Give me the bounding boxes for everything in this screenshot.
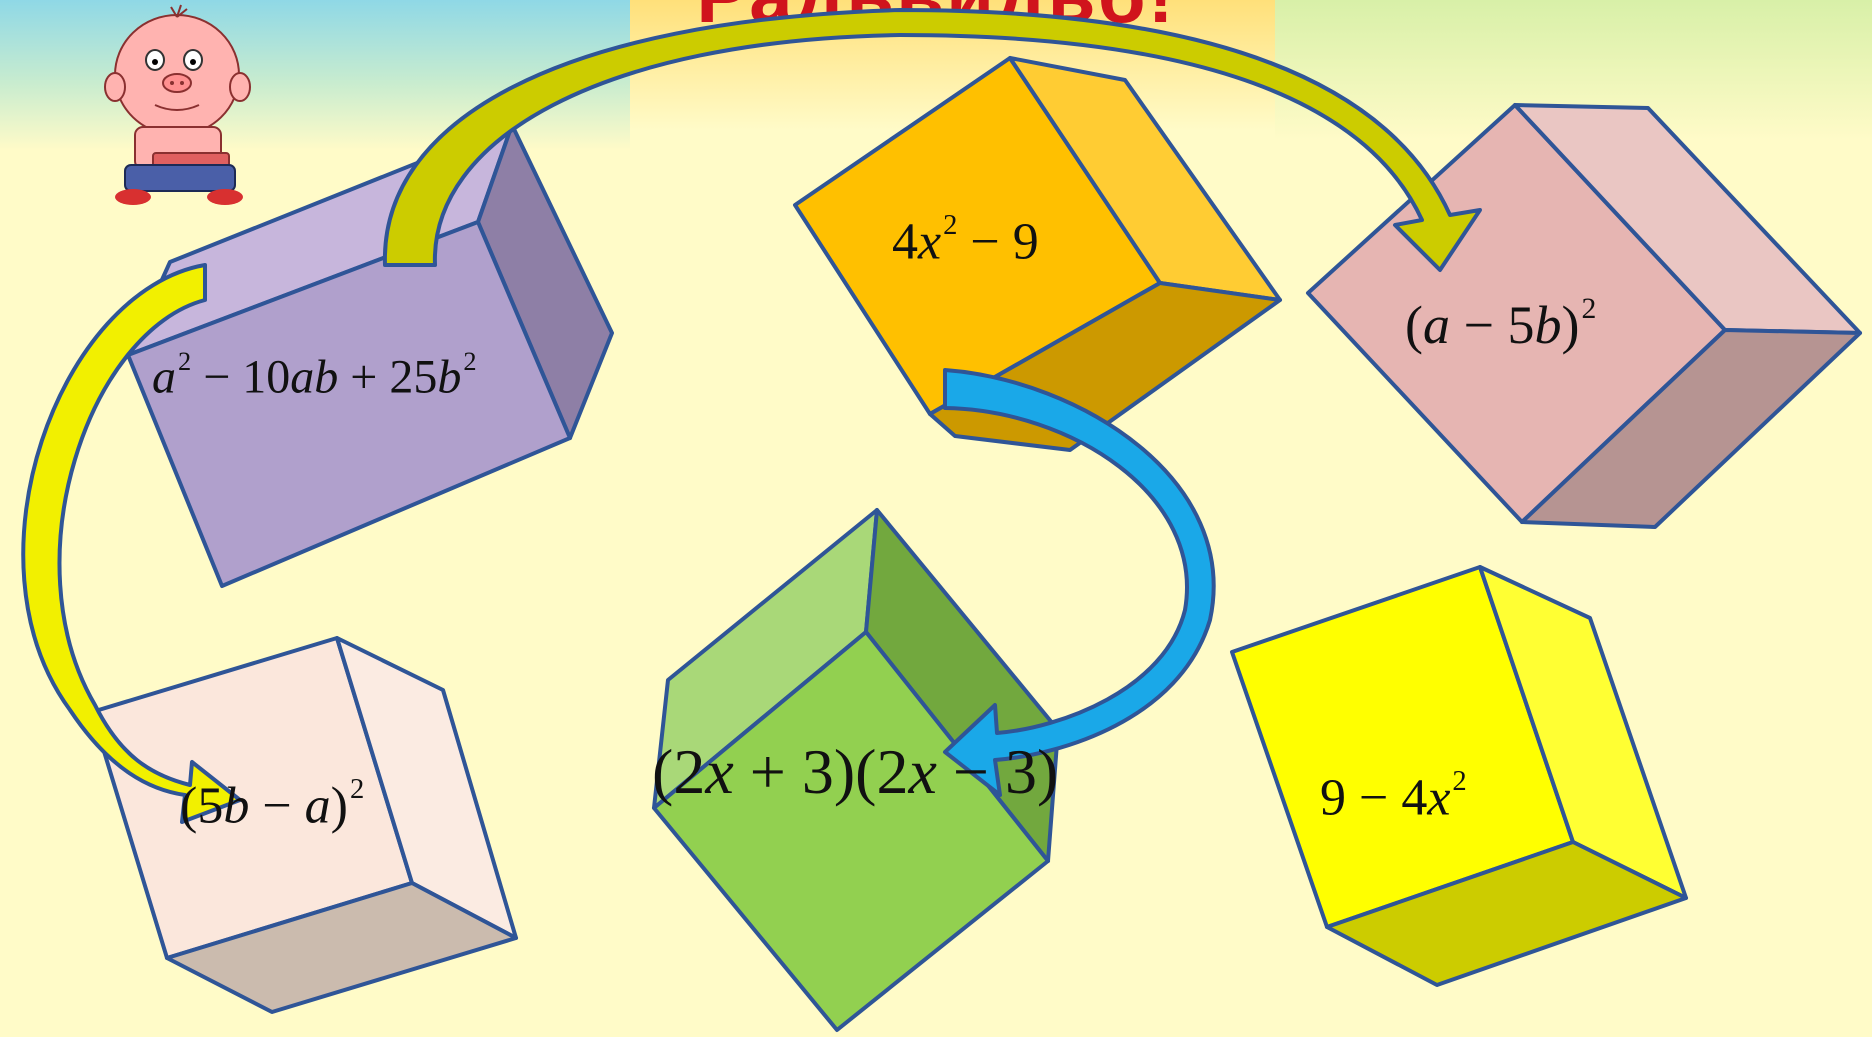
cube-pink [1306, 103, 1862, 529]
expression-pink: (a − 5b)2 [1405, 293, 1597, 356]
expression-purple: a2 − 10ab + 25b2 [152, 346, 477, 404]
cube-yellow [1230, 565, 1688, 987]
expression-green: (2x + 3)(2x − 3) [652, 736, 1059, 807]
cube-cream [90, 636, 518, 1014]
arrow-purple-to-pink-icon [382, 8, 1482, 272]
expression-cream: (5b − a)2 [180, 774, 365, 835]
arrow-orange-to-green-icon [943, 368, 1216, 797]
thinking-boy-icon [104, 4, 251, 205]
cube-green [652, 508, 1060, 1032]
arrow-purple-to-cream-icon [21, 263, 242, 824]
expression-orange: 4x2 − 9 [892, 210, 1039, 271]
expression-yellow: 9 − 4x2 [1320, 766, 1467, 827]
